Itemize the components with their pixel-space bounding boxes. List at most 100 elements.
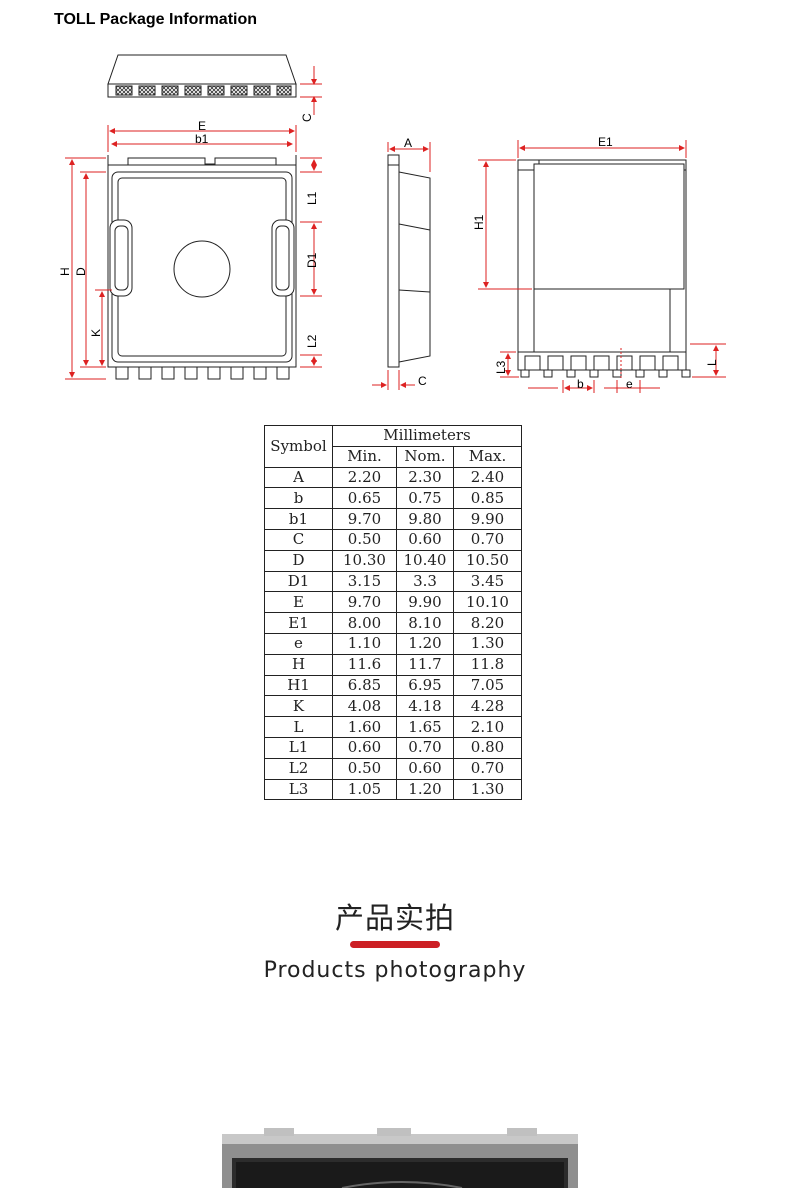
cell-min: 10.30: [332, 549, 397, 572]
cell-max: 8.20: [453, 612, 522, 634]
table-subheader-row: Min. Nom. Max.: [265, 445, 522, 468]
cell-min: 9.70: [332, 508, 397, 530]
cell-min: 6.85: [332, 674, 397, 697]
label-l3: L3: [494, 360, 508, 374]
cell-nom: 4.18: [396, 695, 454, 718]
label-c-side: C: [418, 374, 427, 388]
cell-min: 9.70: [332, 591, 397, 614]
bottom-view: [517, 159, 691, 378]
label-d1: D1: [305, 252, 319, 268]
cell-symbol: A: [264, 466, 333, 489]
cell-symbol: D: [264, 549, 333, 572]
cell-symbol: L: [264, 716, 333, 738]
side-view-top: [107, 54, 297, 98]
bottom-view-dimensions: [478, 140, 726, 393]
cell-max: 2.10: [453, 716, 522, 738]
label-e: E: [198, 119, 206, 133]
cell-nom: 3.3: [396, 570, 454, 593]
cell-max: 10.50: [453, 549, 522, 572]
top-view: [107, 155, 297, 380]
cell-min: 1.05: [332, 778, 397, 801]
label-e1: E1: [598, 135, 613, 149]
cell-min: 2.20: [332, 466, 397, 489]
label-b: b: [577, 377, 584, 391]
cell-symbol: H: [264, 653, 333, 676]
header-max: Max.: [453, 445, 522, 468]
header-min: Min.: [332, 445, 397, 468]
cell-nom: 9.90: [396, 591, 454, 614]
label-h1: H1: [472, 214, 486, 230]
cell-max: 2.40: [453, 466, 522, 489]
cell-nom: 0.70: [396, 736, 454, 759]
cell-symbol: K: [264, 695, 333, 718]
label-d: D: [74, 267, 88, 276]
cell-nom: 1.20: [396, 632, 454, 655]
section-title-en: Products photography: [263, 958, 527, 983]
label-l1: L1: [305, 191, 319, 205]
cell-symbol: C: [264, 528, 333, 551]
cell-nom: 0.60: [396, 528, 454, 551]
side-view-right: [387, 154, 431, 368]
side-view-dimensions: [372, 142, 431, 390]
table-header-row: Symbol Millimeters: [264, 425, 522, 468]
cell-nom: 10.40: [396, 549, 454, 572]
cell-symbol: E1: [264, 612, 333, 634]
cell-symbol: b: [264, 487, 333, 510]
cell-symbol: e: [264, 632, 333, 655]
label-h: H: [58, 267, 72, 276]
cell-min: 3.15: [332, 570, 397, 593]
cell-max: 0.70: [453, 757, 522, 780]
cell-nom: 1.20: [396, 778, 454, 801]
label-a: A: [404, 136, 412, 150]
cell-max: 9.90: [453, 508, 522, 530]
label-k: K: [89, 329, 103, 337]
product-photo: [222, 1128, 578, 1188]
cell-nom: 1.65: [396, 716, 454, 738]
header-millimeters: Millimeters: [332, 425, 522, 447]
label-l: L: [705, 359, 719, 366]
header-nom: Nom.: [396, 445, 454, 468]
cell-max: 11.8: [453, 653, 522, 676]
package-outline-drawing: C: [58, 54, 726, 393]
cell-nom: 11.7: [396, 653, 454, 676]
cell-symbol: L3: [264, 778, 333, 801]
cell-min: 0.60: [332, 736, 397, 759]
section-accent-bar: [350, 941, 440, 948]
section-title-cn: 产品实拍: [334, 901, 455, 935]
cell-symbol: E: [264, 591, 333, 614]
label-l2: L2: [305, 334, 319, 348]
label-b1: b1: [195, 132, 209, 146]
top-view-dimensions: [65, 125, 322, 380]
cell-nom: 2.30: [396, 466, 454, 489]
cell-max: 7.05: [453, 674, 522, 697]
cell-max: 1.30: [453, 632, 522, 655]
cell-min: 0.50: [332, 528, 397, 551]
cell-nom: 8.10: [396, 612, 454, 634]
cell-min: 4.08: [332, 695, 397, 718]
cell-symbol: L1: [264, 736, 333, 759]
cell-min: 1.10: [332, 632, 397, 655]
cell-max: 0.70: [453, 528, 522, 551]
cell-nom: 9.80: [396, 508, 454, 530]
label-c-top: C: [300, 113, 314, 122]
cell-min: 1.60: [332, 716, 397, 738]
cell-symbol: L2: [264, 757, 333, 780]
cell-max: 10.10: [453, 591, 522, 614]
